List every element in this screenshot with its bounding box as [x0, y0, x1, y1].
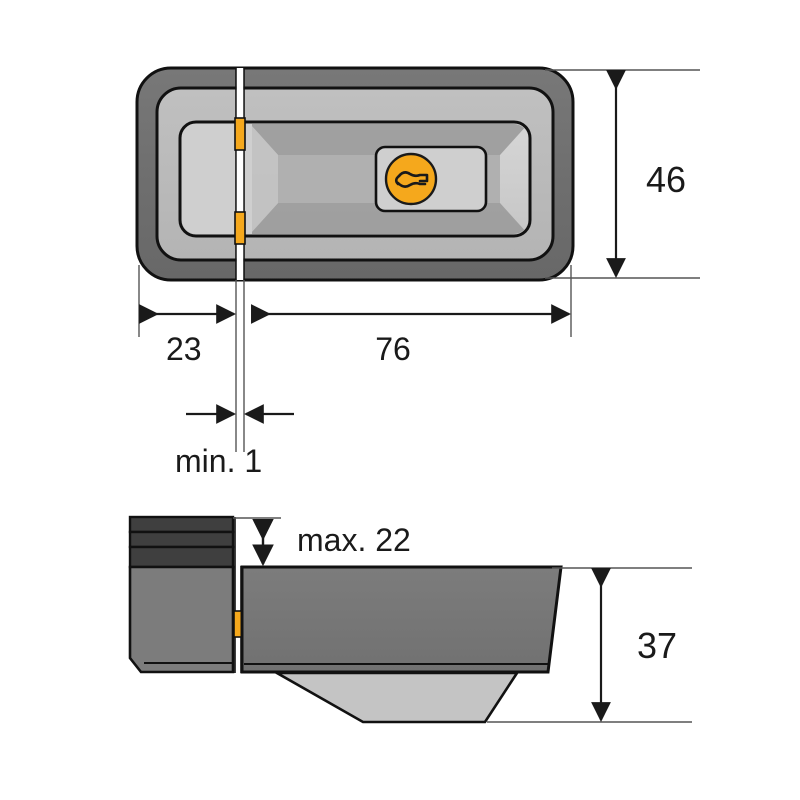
dimension-label-37: 37	[637, 625, 677, 666]
mounting-band-1	[128, 515, 235, 534]
dimension-width-76: 76	[251, 304, 571, 367]
side-view	[128, 515, 563, 724]
hinge-pin-lower	[234, 211, 246, 245]
left-block-body	[128, 565, 235, 674]
dimension-label-76: 76	[375, 331, 411, 367]
mounting-band-2	[128, 530, 235, 549]
dimension-label-23: 23	[166, 331, 202, 367]
mounting-band-3	[128, 545, 235, 569]
dimension-label-min-1: min. 1	[175, 443, 262, 479]
side-view-left-block	[128, 515, 235, 674]
dimension-extension-lines-horizontal	[138, 265, 572, 452]
dimension-depth-37: 37	[487, 567, 692, 723]
dimension-height-46: 46	[545, 69, 700, 279]
dimension-width-23: 23	[139, 304, 236, 367]
dimension-label-46: 46	[646, 159, 686, 200]
side-view-main-body	[240, 565, 563, 674]
brand-badge-circle	[384, 152, 438, 206]
hinge-pin-upper	[234, 117, 246, 151]
dimension-gap-min-1: min. 1	[175, 404, 294, 479]
brand-badge	[384, 152, 438, 206]
dimension-gap-max-22: max. 22	[233, 517, 411, 567]
hinge-gap-fill	[236, 68, 244, 280]
dimension-label-max-22: max. 22	[297, 522, 411, 558]
funnel-left-shade	[250, 124, 278, 234]
top-view	[135, 66, 575, 282]
side-view-taper	[272, 671, 520, 724]
stylized-hand-logo-icon	[394, 171, 429, 188]
